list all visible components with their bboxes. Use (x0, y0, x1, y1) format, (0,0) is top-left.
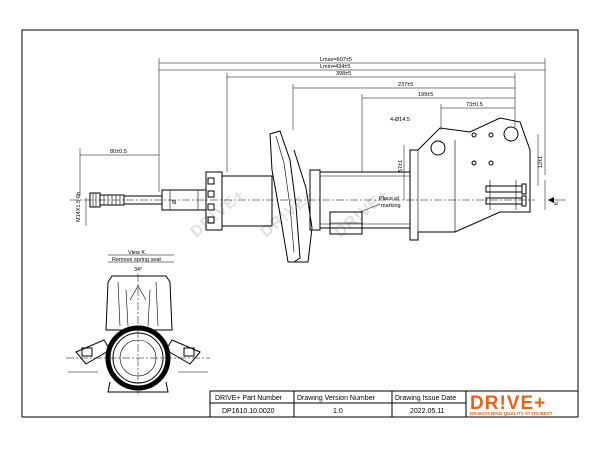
drive-plus-logo: DR!VE+ (470, 393, 546, 414)
part-number-header: DRIVE+ Part Number (215, 395, 283, 402)
issue-date-value: 2022.05.11 (410, 408, 445, 415)
dim-73: 73±0.5 (466, 102, 483, 108)
version-value: 1.0 (333, 408, 343, 415)
view-title: View K (128, 250, 145, 256)
view-subtitle: Remove spring seat (112, 257, 161, 263)
brand-tagline: DR MATCHING QUALITY AT ITS BEST (470, 411, 553, 416)
version-header: Drawing Version Number (297, 395, 375, 402)
place-of-marking-line2: marking (381, 203, 401, 209)
watermark: DR!VE+ (188, 186, 249, 241)
shock-absorber-side-view (70, 117, 535, 263)
view-angle: 34° (134, 267, 142, 273)
dim-237: 237±5 (398, 82, 413, 88)
dim-thread: M14X1.5-6h (76, 192, 82, 222)
part-number-value: DP1610.10.0020 (222, 408, 275, 415)
title-block: DRIVE+ Part Number Drawing Version Numbe… (209, 390, 579, 418)
dim-80: 80±0.5 (110, 149, 127, 155)
dim-lmin: Lmin=434±5 (320, 64, 350, 70)
dim-199: 199±5 (418, 92, 433, 98)
dim-lmax: Lmax=607±5 (320, 57, 352, 63)
dimension-lines (79, 58, 566, 226)
watermark: DR!VE+ (258, 186, 319, 241)
dimension-labels: Lmax=607±5 Lmin=434±5 398±5 237±5 199±5 … (76, 57, 560, 222)
dim-tube-dia: Ø (172, 199, 178, 204)
place-of-marking-line1: Place of (379, 196, 399, 202)
dim-12: 12±1 (538, 156, 544, 168)
dim-hole: 4-Ø14.5 (390, 117, 410, 123)
dim-57: 57±1 (398, 160, 404, 172)
view-k-detail: View K Remove spring seat 34° (66, 250, 210, 396)
issue-date-header: Drawing Issue Date (395, 395, 456, 402)
dim-398: 398±5 (336, 71, 351, 77)
k-marker: K (554, 201, 560, 205)
